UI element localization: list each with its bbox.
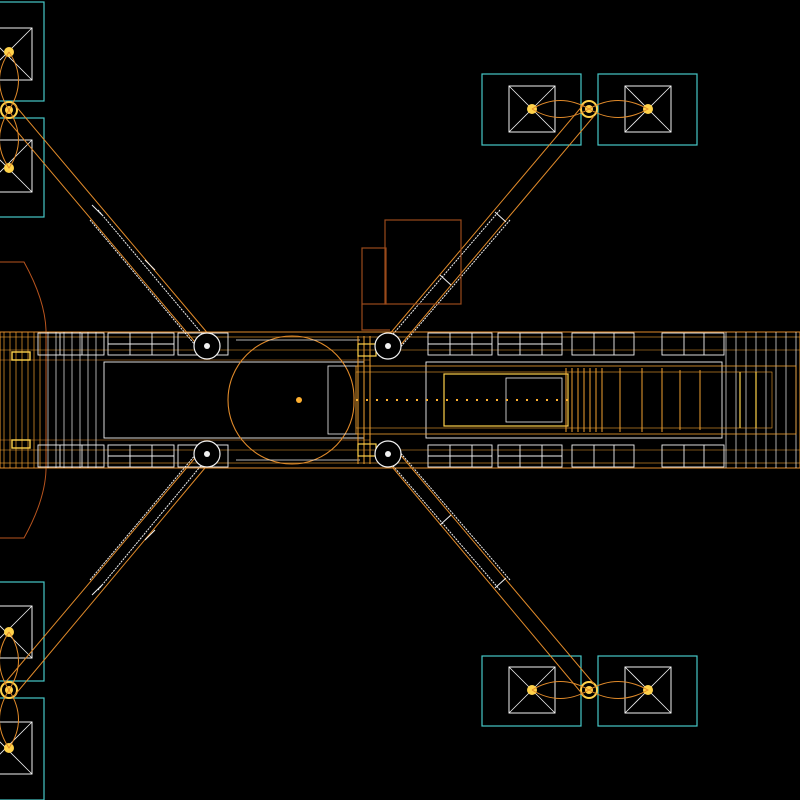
outrigger-arms bbox=[3, 103, 595, 697]
outrigger-rear-right bbox=[387, 449, 595, 697]
slewing-ring bbox=[227, 335, 360, 465]
outrigger-hinges bbox=[193, 332, 402, 468]
outrigger-front-left bbox=[3, 103, 211, 349]
operator-cab bbox=[361, 219, 462, 331]
wheel-blocks bbox=[37, 332, 725, 468]
outrigger-front-right bbox=[387, 103, 595, 351]
hinge-rear-left bbox=[193, 440, 221, 468]
hinge-rear-right bbox=[374, 440, 402, 468]
outrigger-pad-group-top-right bbox=[481, 73, 698, 146]
hinge-front-left bbox=[193, 332, 221, 360]
chassis-right-hatch bbox=[725, 332, 797, 468]
outrigger-pad-group-bottom-right bbox=[481, 655, 698, 727]
telescopic-boom bbox=[355, 336, 797, 464]
outrigger-pad-group-top-left bbox=[0, 1, 45, 218]
outrigger-pad-group-bottom-left bbox=[0, 581, 45, 800]
hinge-front-right bbox=[374, 332, 402, 360]
outrigger-rear-left bbox=[3, 451, 211, 697]
counterweight bbox=[0, 261, 47, 539]
